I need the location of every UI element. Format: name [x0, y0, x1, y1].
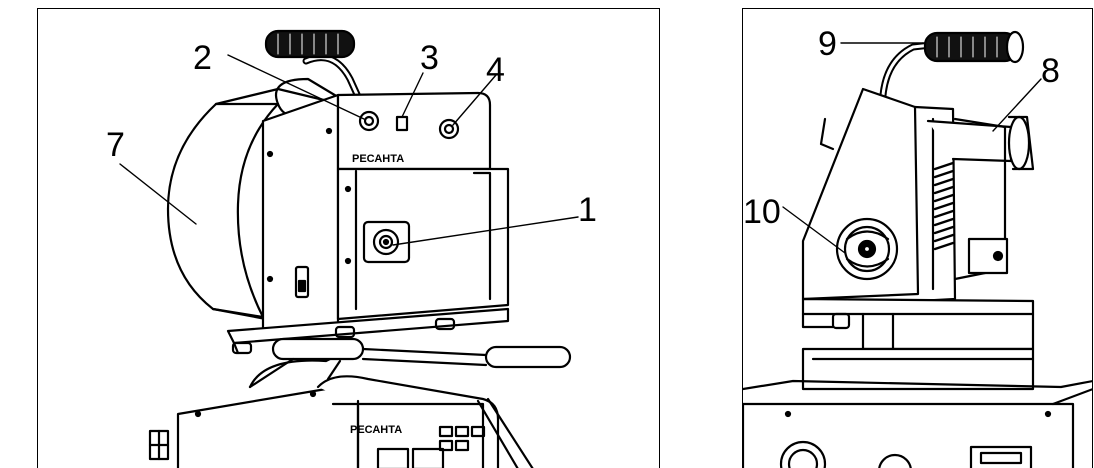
callout-2: 2 — [193, 39, 212, 77]
brand-label-welder: РЕСАНТА — [350, 424, 402, 436]
brand-label-feeder: РЕСАНТА — [352, 153, 404, 165]
callout-3: 3 — [420, 39, 439, 77]
callout-7: 7 — [106, 126, 125, 164]
callout-8: 8 — [1041, 52, 1060, 90]
callout-10: 10 — [743, 193, 781, 231]
callout-1: 1 — [578, 191, 597, 229]
left-view-drawing: 2 3 4 7 1 РЕСАНТА РЕСАНТА — [106, 29, 597, 468]
side-leader-lines — [782, 42, 1042, 254]
left-view-panel: 2 3 4 7 1 РЕСАНТА РЕСАНТА — [37, 8, 660, 468]
right-view-drawing: 9 8 10 — [743, 25, 1092, 468]
right-view-panel: 9 8 10 — [742, 8, 1093, 468]
callout-4: 4 — [486, 51, 505, 89]
carry-handle — [248, 337, 572, 389]
side-housing — [801, 87, 1035, 351]
callout-9: 9 — [818, 25, 837, 63]
feeder-housing — [226, 91, 510, 355]
welding-machine-partial — [148, 375, 534, 468]
top-handle — [264, 29, 364, 105]
side-welding-machine — [743, 347, 1092, 468]
leader-lines — [119, 54, 579, 246]
